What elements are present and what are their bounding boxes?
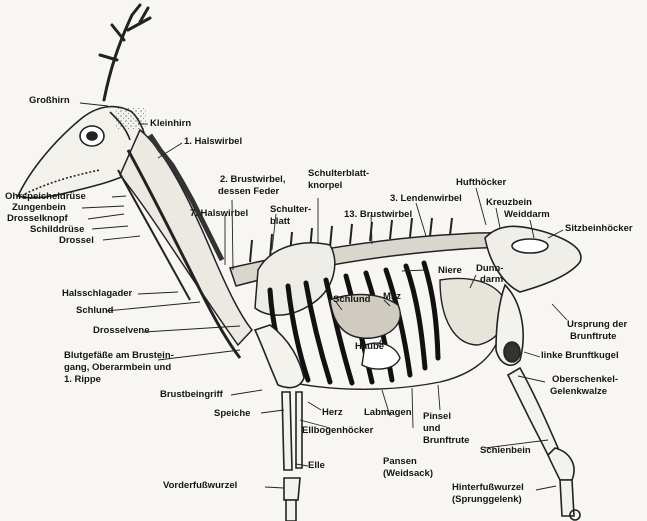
label-haube: Haube <box>355 342 384 353</box>
label-milz: Milz <box>383 292 401 303</box>
label-labmagen: Labmagen <box>364 408 412 419</box>
label-halswirbel-1: 1. Halswirbel <box>184 137 242 148</box>
label-kreuzbein: Kreuzbein <box>486 198 532 209</box>
label-brustbeingriff: Brustbeingriff <box>160 390 223 401</box>
label-schilddruese: Schilddrüse <box>30 225 84 236</box>
label-halsschlagader: Halsschlagader <box>62 289 132 300</box>
label-oberschenkel-line1: Oberschenkel- <box>552 375 618 386</box>
label-schulterblatt-line1: Schulter- <box>270 205 311 216</box>
label-speiche: Speiche <box>214 409 250 420</box>
label-vorderfusswurzel: Vorderfußwurzel <box>163 481 237 492</box>
label-blutgefaesse-line2: gang, Oberarmbein und <box>64 363 171 374</box>
label-pansen-line1: Pansen <box>383 457 417 468</box>
label-pinsel-line1: Pinsel <box>423 412 451 423</box>
label-pansen-line2: (Weidsack) <box>383 469 433 480</box>
label-ursprung-line2: Brunftrute <box>570 332 616 343</box>
label-blutgefaesse-line1: Blutgefäße am Brustein- <box>64 351 174 362</box>
label-huefthoecker: Hufthöcker <box>456 178 506 189</box>
label-niere: Niere <box>438 266 462 277</box>
label-grosshirn: Großhirn <box>29 96 70 107</box>
label-schlund-neck: Schlund <box>76 306 113 317</box>
label-drosselvene: Drosselvene <box>93 326 150 337</box>
label-brustwirbel-2-line1: 2. Brustwirbel, <box>220 175 285 186</box>
label-blutgefaesse-line3: 1. Rippe <box>64 375 101 386</box>
label-ellbogenhoecker: Ellbogenhöcker <box>302 426 373 437</box>
label-lendenwirbel-3: 3. Lendenwirbel <box>390 194 462 205</box>
label-schulterblatt-line2: blatt <box>270 217 290 228</box>
label-pinsel-line3: Brunftrute <box>423 436 469 447</box>
foreleg <box>255 325 304 521</box>
label-dunndarm-line2: darm <box>480 275 503 286</box>
label-brustwirbel-13: 13. Brustwirbel <box>344 210 412 221</box>
label-schulterblattknorpel-line1: Schulterblatt- <box>308 169 369 180</box>
label-elle: Elle <box>308 461 325 472</box>
label-herz: Herz <box>322 408 343 419</box>
label-weiddarm: Weiddarm <box>504 210 550 221</box>
label-schienbein: Schienbein <box>480 446 531 457</box>
label-ursprung-line1: Ursprung der <box>567 320 627 331</box>
label-schulterblattknorpel-line2: knorpel <box>308 181 342 192</box>
label-zungenbein: Zungenbein <box>12 203 66 214</box>
label-drossel: Drossel <box>59 236 94 247</box>
label-oberschenkel-line2: Gelenkwalze <box>550 387 607 398</box>
label-hinterfusswurzel-line2: (Sprunggelenk) <box>452 495 522 506</box>
label-dunndarm-line1: Dunn- <box>476 264 503 275</box>
label-sitzbeinhoecker: Sitzbeinhöcker <box>565 224 633 235</box>
label-drosselknopf: Drosselknopf <box>7 214 68 225</box>
label-schlund-body: Schlund <box>333 295 370 306</box>
label-ohrspeicheldruese: Ohrspeicheldrüse <box>5 192 86 203</box>
antler <box>100 5 150 100</box>
label-hinterfusswurzel-line1: Hinterfußwurzel <box>452 483 524 494</box>
scapula <box>255 243 335 315</box>
neck <box>118 130 252 358</box>
label-pinsel-line2: und <box>423 424 440 435</box>
label-linke-brunftkugel: linke Brunftkugel <box>541 351 619 362</box>
label-halswirbel-7: 7. Halswirbel <box>190 209 248 220</box>
label-brustwirbel-2-line2: dessen Feder <box>218 187 279 198</box>
label-kleinhirn: Kleinhirn <box>150 119 191 130</box>
